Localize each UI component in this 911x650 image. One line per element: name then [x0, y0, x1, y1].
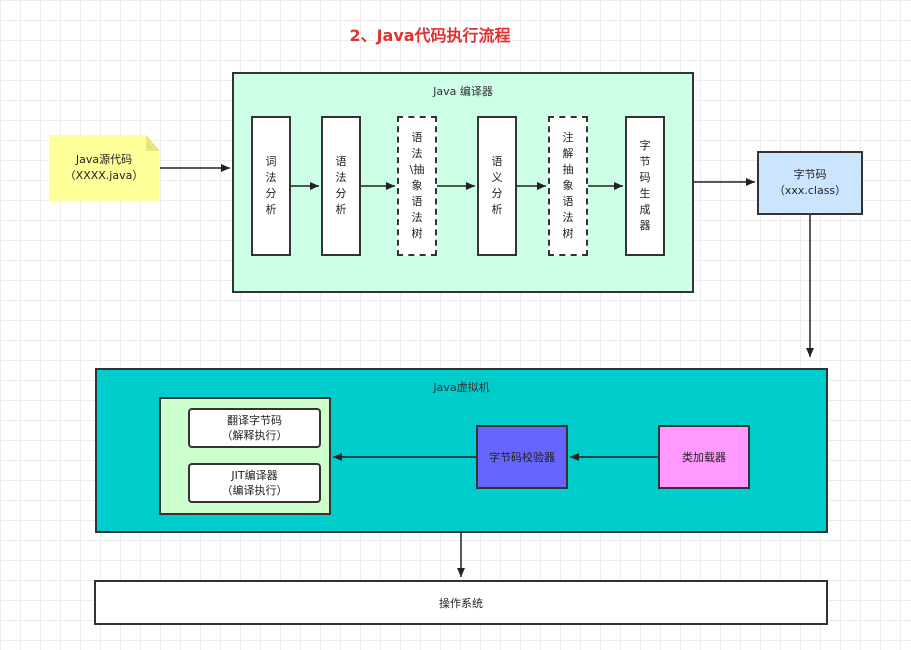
stage-label: 语法\抽象语法树	[409, 131, 425, 240]
stage-syntax-analysis: 语法分析	[321, 116, 361, 256]
jit-sub: （编译执行）	[221, 484, 288, 497]
class-loader-label: 类加载器	[682, 451, 726, 464]
stage-label: 词法分析	[265, 155, 277, 216]
diagram-title: 2、Java代码执行流程	[349, 26, 511, 45]
stage-label: 语法分析	[335, 155, 347, 216]
interpreter-box: 翻译字节码 （解释执行）	[188, 408, 321, 448]
stage-syntax-tree: 语法\抽象语法树	[397, 116, 437, 256]
source-code-note: Java源代码 （XXXX.java）	[49, 135, 159, 201]
bytecode-filename: （xxx.class）	[773, 184, 847, 197]
bytecode-label: 字节码	[793, 168, 827, 181]
bytecode-box: 字节码 （xxx.class）	[757, 151, 863, 215]
jvm-label: Java虚拟机	[433, 381, 490, 394]
stage-lexical-analysis: 词法分析	[251, 116, 291, 256]
interpreter-sub: （解释执行）	[221, 429, 288, 442]
stage-label: 字节码生成器	[639, 139, 651, 232]
os-label: 操作系统	[439, 596, 483, 610]
verifier-label: 字节码校验器	[489, 451, 555, 464]
stage-annotated-syntax-tree: 注解抽象语法树	[548, 116, 588, 256]
jit-label: JIT编译器	[231, 469, 278, 482]
interpreter-label: 翻译字节码	[227, 414, 282, 427]
source-code-filename: （XXXX.java）	[64, 169, 144, 182]
stage-label: 语义分析	[491, 155, 503, 216]
operating-system-box: 操作系统	[94, 580, 828, 625]
stage-bytecode-generator: 字节码生成器	[625, 116, 665, 256]
java-compiler-label: Java 编译器	[433, 85, 493, 98]
jit-compiler-box: JIT编译器 （编译执行）	[188, 463, 321, 503]
stage-label: 注解抽象语法树	[562, 131, 574, 240]
source-code-label: Java源代码	[75, 153, 133, 166]
class-loader-box: 类加载器	[658, 425, 750, 489]
bytecode-verifier-box: 字节码校验器	[476, 425, 568, 489]
stage-semantic-analysis: 语义分析	[477, 116, 517, 256]
